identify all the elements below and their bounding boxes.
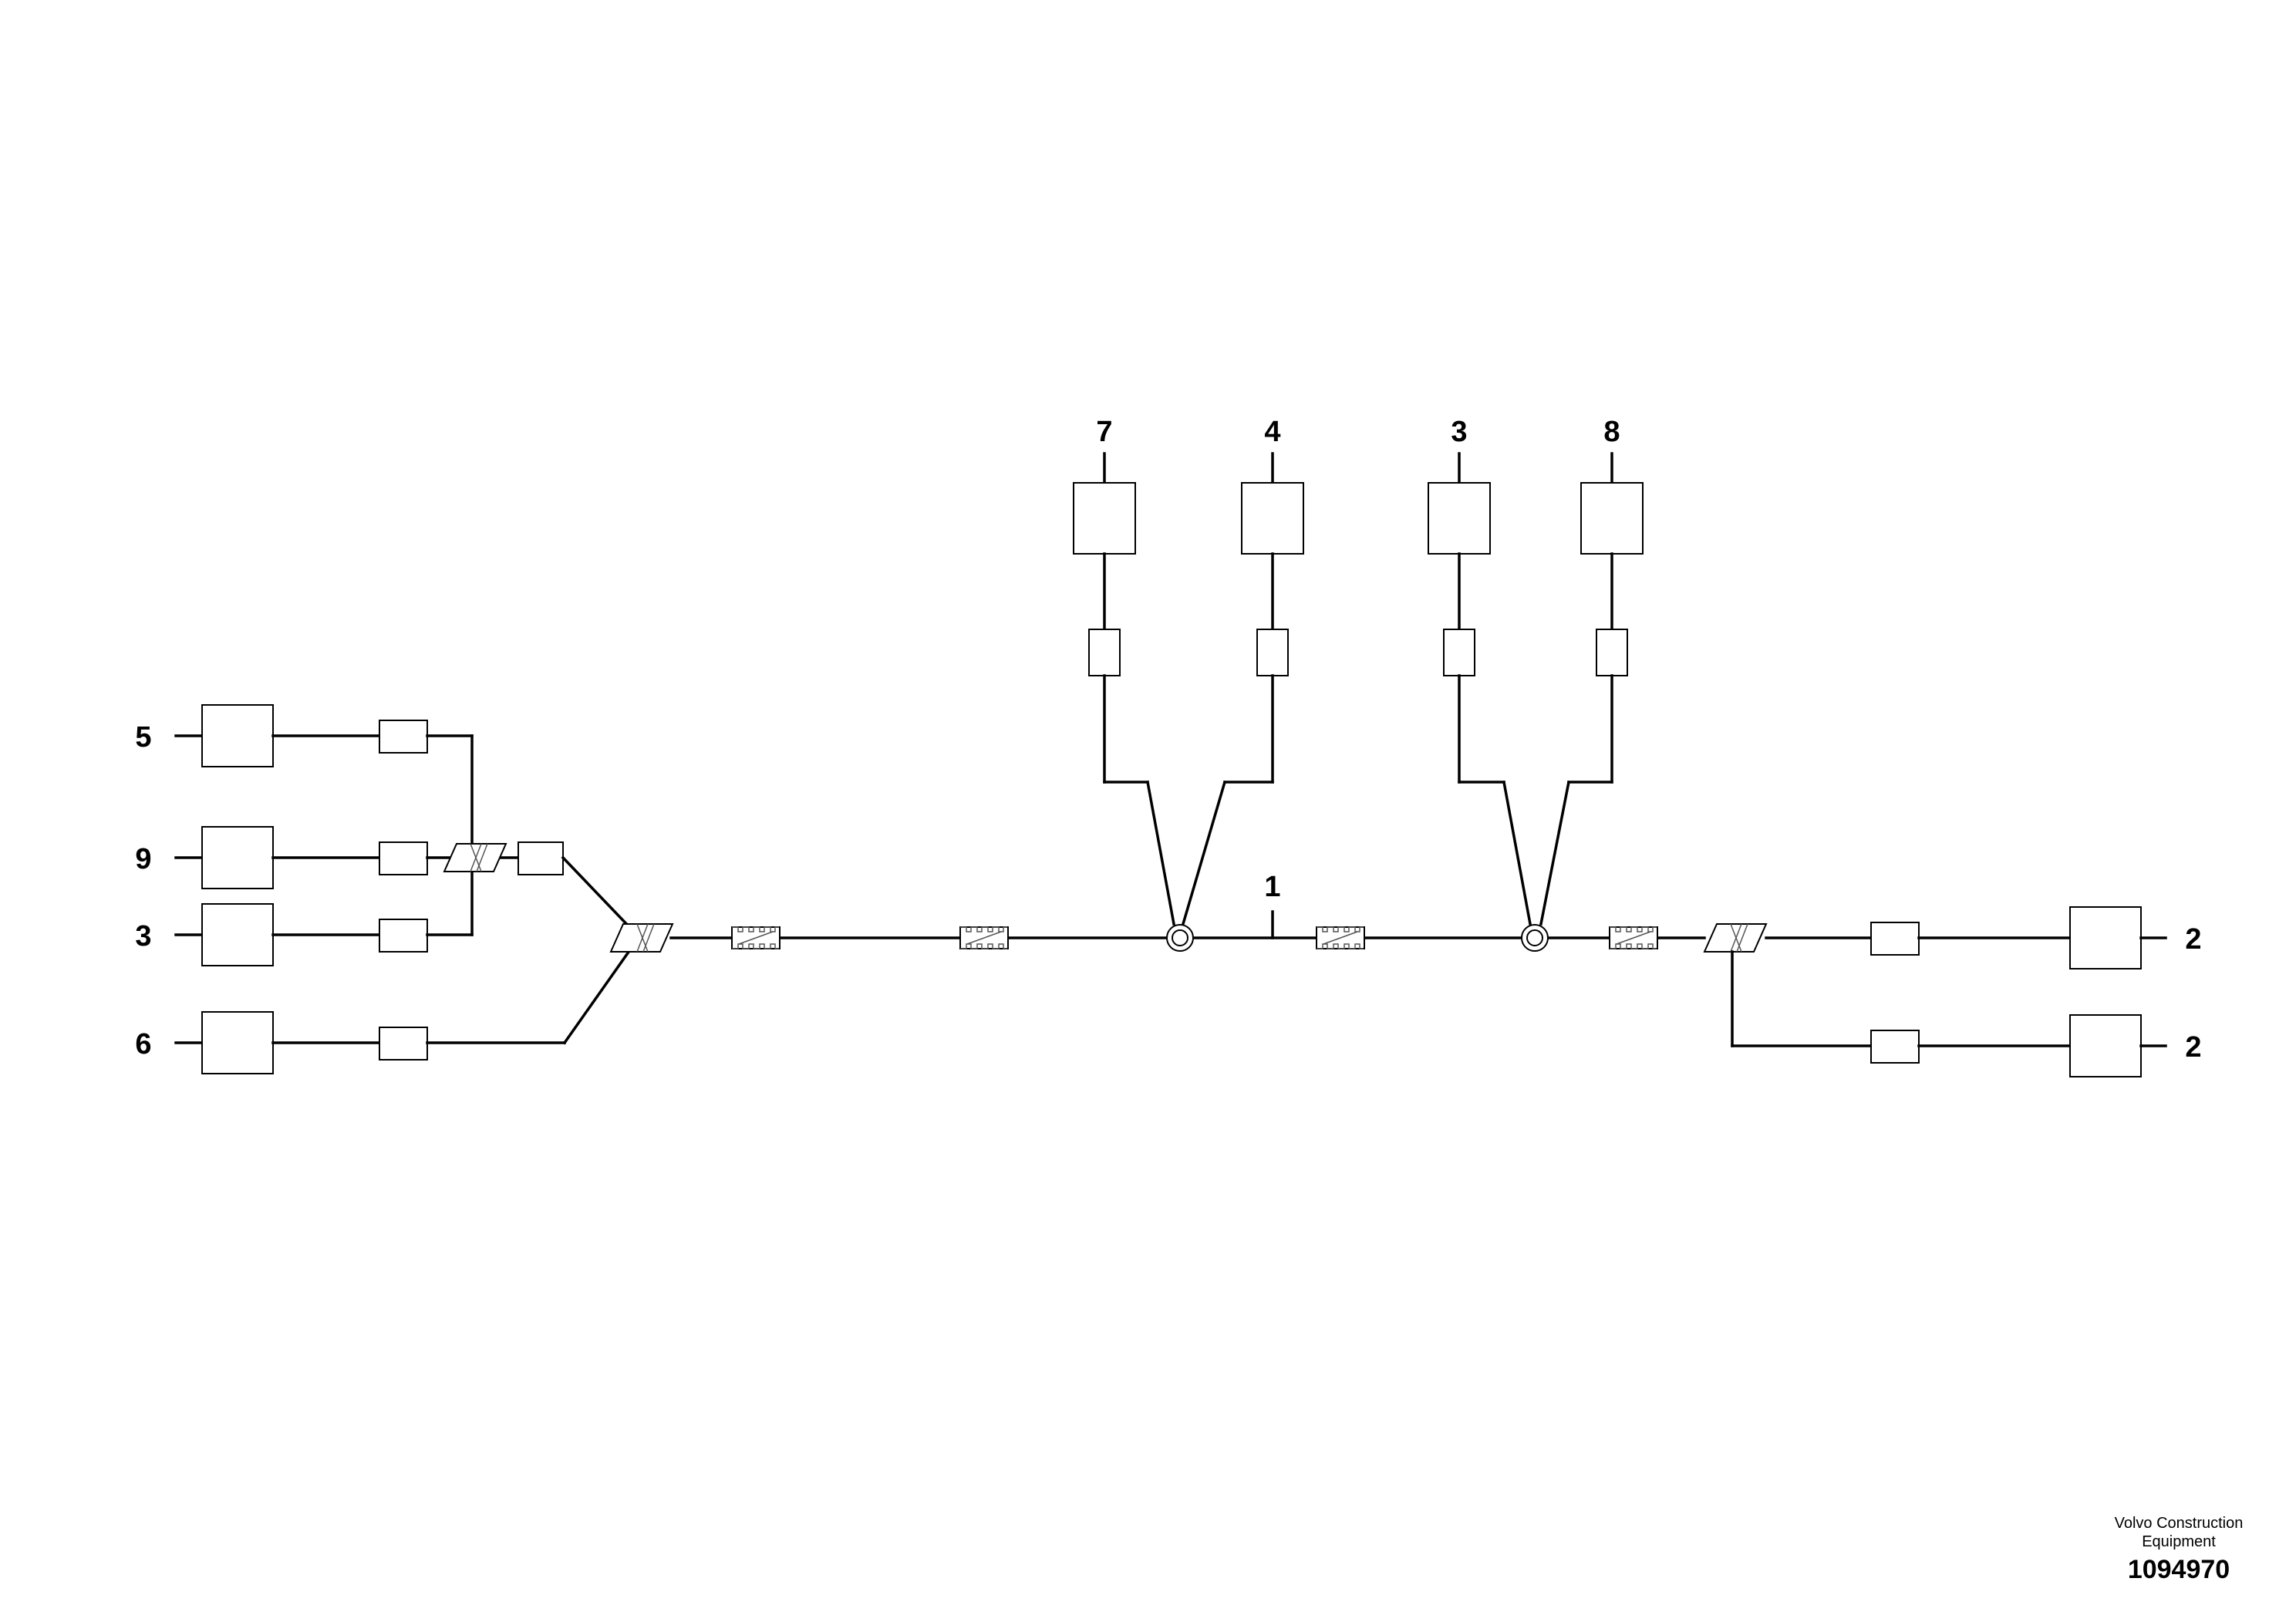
- connector-7[interactable]: [1088, 629, 1121, 676]
- top-branch-group-right: 3 8: [1428, 416, 1644, 952]
- component-box-8[interactable]: [1580, 482, 1644, 555]
- component-box-3-top[interactable]: [1428, 482, 1491, 555]
- component-box-3-left[interactable]: [201, 903, 274, 966]
- splice-right-main[interactable]: [1704, 923, 1767, 953]
- title-block: Volvo Construction Equipment 1094970: [2075, 1514, 2283, 1585]
- connector-3-top[interactable]: [1443, 629, 1475, 676]
- callout-2-lower: 2: [2185, 1031, 2201, 1064]
- callout-1: 1: [1264, 871, 1280, 903]
- component-box-2-lower[interactable]: [2069, 1014, 2142, 1077]
- top-branch-group-left: 7 4: [1073, 416, 1304, 952]
- protective-sleeve[interactable]: [731, 926, 781, 949]
- callout-8: 8: [1603, 416, 1620, 448]
- callout-5: 5: [135, 721, 151, 754]
- connector-2-lower[interactable]: [1870, 1030, 1920, 1064]
- connector-5[interactable]: [379, 720, 428, 754]
- component-box-9[interactable]: [201, 826, 274, 889]
- protective-sleeve[interactable]: [1609, 926, 1658, 949]
- connector-6[interactable]: [379, 1027, 428, 1061]
- connector-8[interactable]: [1596, 629, 1628, 676]
- component-box-2-upper[interactable]: [2069, 906, 2142, 969]
- callout-9: 9: [135, 843, 151, 875]
- right-branch-group: 2 2: [1704, 906, 2202, 1077]
- left-branch-group: 5 9 3 6: [135, 704, 673, 1074]
- brand-line-1: Volvo Construction: [2114, 1515, 2244, 1532]
- component-box-7[interactable]: [1073, 482, 1136, 555]
- component-box-5[interactable]: [201, 704, 274, 767]
- protective-sleeve[interactable]: [959, 926, 1009, 949]
- connector-9[interactable]: [379, 841, 428, 875]
- splice-left-main[interactable]: [610, 923, 673, 953]
- callout-2-upper: 2: [2185, 923, 2201, 956]
- connector-left-merge[interactable]: [518, 841, 564, 875]
- callout-7: 7: [1096, 416, 1112, 448]
- part-number: 1094970: [2127, 1555, 2230, 1584]
- component-box-6[interactable]: [201, 1011, 274, 1074]
- component-box-4[interactable]: [1241, 482, 1304, 555]
- connector-4[interactable]: [1256, 629, 1289, 676]
- splice-left-small[interactable]: [443, 843, 507, 872]
- callout-3-top: 3: [1451, 416, 1467, 448]
- connector-3-left[interactable]: [379, 919, 428, 953]
- brand-line-2: Equipment: [2142, 1533, 2216, 1550]
- protective-sleeve[interactable]: [1316, 926, 1365, 949]
- callout-3-left: 3: [135, 920, 151, 953]
- callout-4: 4: [1264, 416, 1280, 448]
- connector-2-upper[interactable]: [1870, 922, 1920, 956]
- callout-6: 6: [135, 1028, 151, 1061]
